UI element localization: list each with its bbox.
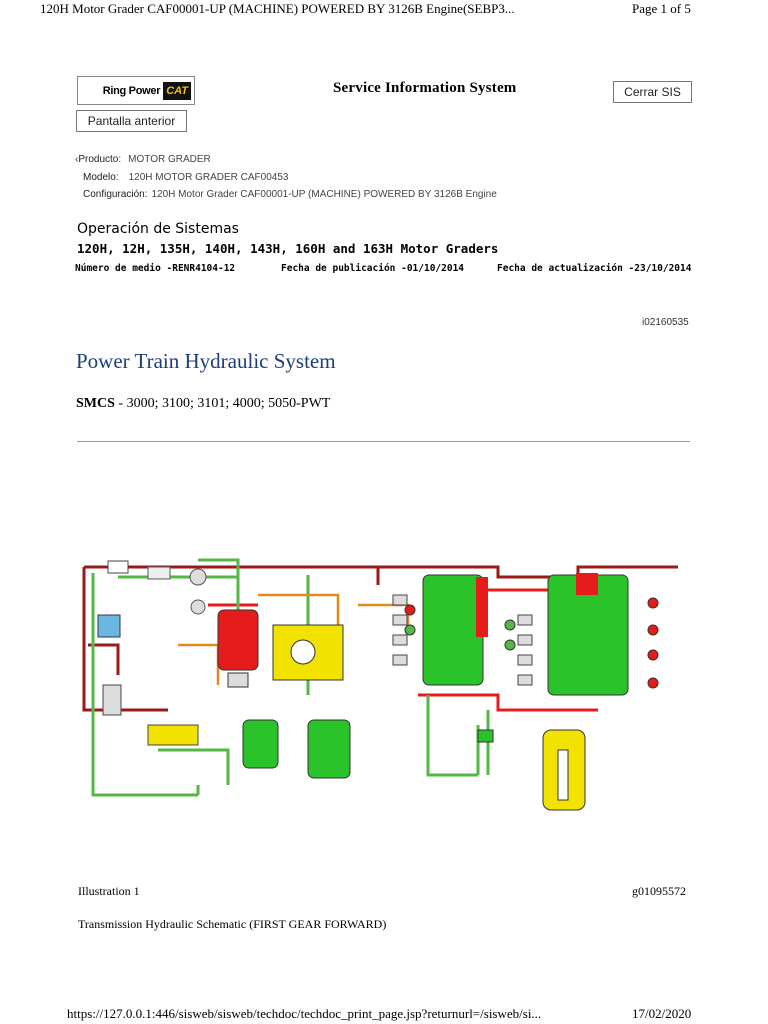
- system-title: Service Information System: [333, 80, 517, 96]
- transmission-hydraulic-schematic: [78, 495, 692, 860]
- smcs-label: SMCS: [76, 396, 115, 411]
- publish-date: Fecha de publicación -01/10/2014: [281, 263, 465, 274]
- previous-screen-button[interactable]: Pantalla anterior: [76, 110, 187, 132]
- configuration-row: Configuración:120H Motor Grader CAF00001…: [83, 189, 497, 200]
- illustration-graphic-id: g01095572: [632, 884, 686, 898]
- divider: [77, 441, 690, 442]
- illustration-caption: Transmission Hydraulic Schematic (FIRST …: [78, 917, 387, 931]
- operation-title: Operación de Sistemas: [77, 221, 239, 237]
- models-line: 120H, 12H, 135H, 140H, 143H, 160H and 16…: [77, 241, 499, 256]
- smcs-line: SMCS - 3000; 3100; 3101; 4000; 5050-PWT: [76, 396, 330, 412]
- model-label: Modelo:: [83, 172, 119, 183]
- page-title: Power Train Hydraulic System: [76, 349, 336, 373]
- print-footer-url: https://127.0.0.1:446/sisweb/sisweb/tech…: [67, 1006, 542, 1021]
- print-header-page-count: Page 1 of 5: [632, 1, 691, 16]
- model-row: Modelo: 120H MOTOR GRADER CAF00453: [83, 172, 288, 183]
- model-value: 120H MOTOR GRADER CAF00453: [128, 172, 289, 183]
- document-id: i02160535: [642, 317, 689, 328]
- configuration-label: Configuración:: [83, 189, 148, 200]
- configuration-value: 120H Motor Grader CAF00001-UP (MACHINE) …: [151, 189, 497, 200]
- ring-power-cat-logo: Ring Power CAT: [77, 76, 195, 105]
- update-date: Fecha de actualización -23/10/2014: [497, 263, 692, 274]
- smcs-value: - 3000; 3100; 3101; 4000; 5050-PWT: [114, 396, 331, 411]
- print-header-title: 120H Motor Grader CAF00001-UP (MACHINE) …: [40, 1, 515, 16]
- close-sis-button[interactable]: Cerrar SIS: [613, 81, 692, 103]
- cat-logo-badge: CAT: [163, 81, 191, 100]
- media-number: Número de medio -RENR4104-12: [75, 263, 236, 274]
- product-row: ‹Producto: MOTOR GRADER: [75, 154, 211, 165]
- illustration-label: Illustration 1: [78, 884, 140, 898]
- print-footer-date: 17/02/2020: [632, 1006, 692, 1021]
- logo-text: Ring Power: [102, 84, 161, 97]
- product-value: MOTOR GRADER: [128, 154, 211, 165]
- product-label: Producto:: [78, 154, 122, 165]
- chevron-left-icon[interactable]: ‹: [75, 154, 79, 165]
